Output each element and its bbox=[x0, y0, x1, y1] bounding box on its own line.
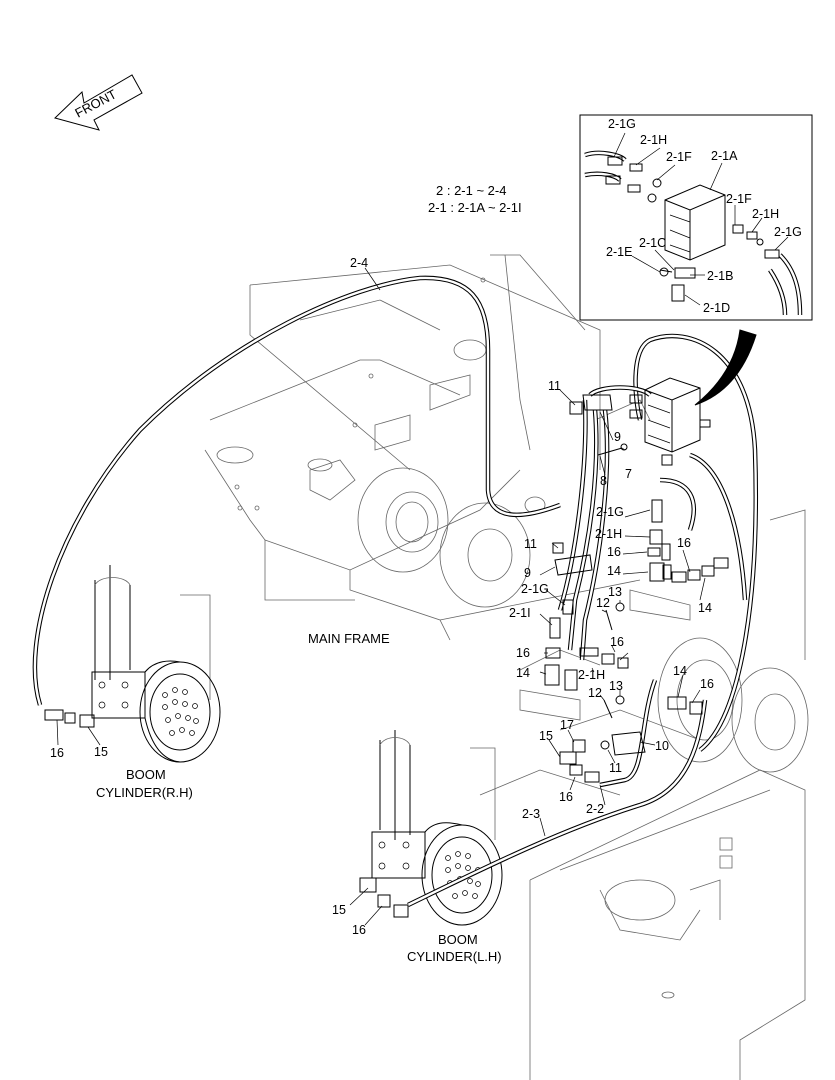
callout-14-a: 14 bbox=[607, 564, 621, 578]
callout-2-2: 2-2 bbox=[586, 802, 604, 816]
callout-11-b: 11 bbox=[524, 537, 537, 551]
callouts: 2-4 11 9 7 8 2-1G 2-1H 16 14 16 14 11 9 … bbox=[50, 256, 714, 937]
boom-lh-label-1: BOOM bbox=[438, 932, 478, 947]
inset-callout-2-1b: 2-1B bbox=[707, 269, 733, 283]
callout-2-4: 2-4 bbox=[350, 256, 368, 270]
callout-12-a: 12 bbox=[596, 596, 610, 610]
callout-13-b: 13 bbox=[609, 679, 623, 693]
front-label: FRONT bbox=[72, 86, 119, 120]
callout-11-a: 11 bbox=[548, 379, 561, 393]
boom-lh-label-2: CYLINDER(L.H) bbox=[407, 949, 502, 964]
inset-callout-2-1g-top: 2-1G bbox=[608, 117, 636, 131]
callout-16-a: 16 bbox=[607, 545, 621, 559]
callout-16-f: 16 bbox=[559, 790, 573, 804]
inset-callout-2-1h-top: 2-1H bbox=[640, 133, 667, 147]
inset-callout-2-1c: 2-1C bbox=[639, 236, 666, 250]
inset-valve-block bbox=[664, 184, 726, 261]
legend-line-2: 2-1 : 2-1A ~ 2-1I bbox=[428, 200, 522, 215]
callout-16-c: 16 bbox=[516, 646, 530, 660]
inset-callout-2-1h-right: 2-1H bbox=[752, 207, 779, 221]
callout-2-1i: 2-1I bbox=[509, 606, 531, 620]
callout-2-1g-a: 2-1G bbox=[596, 505, 624, 519]
inset-leaders bbox=[613, 132, 789, 306]
callout-2-1h-b: 2-1H bbox=[578, 668, 605, 682]
front-direction-arrow: FRONT bbox=[54, 74, 143, 131]
callout-16-h: 16 bbox=[352, 923, 366, 937]
callout-12-b: 12 bbox=[588, 686, 602, 700]
callout-14-d: 14 bbox=[673, 664, 687, 678]
callout-16-g: 16 bbox=[50, 746, 64, 760]
main-frame-label: MAIN FRAME bbox=[308, 631, 390, 646]
callout-16-b: 16 bbox=[677, 536, 691, 550]
inset-callout-2-1g-right: 2-1G bbox=[774, 225, 802, 239]
callout-15-c: 15 bbox=[332, 903, 346, 917]
hose-2-3 bbox=[407, 699, 708, 908]
main-frame-outline bbox=[204, 254, 651, 641]
inset-callout-2-1a: 2-1A bbox=[711, 149, 738, 163]
boom-rh-label-2: CYLINDER(R.H) bbox=[96, 785, 193, 800]
callout-15-a: 15 bbox=[539, 729, 553, 743]
callout-17: 17 bbox=[560, 718, 574, 732]
inset-hoses bbox=[584, 150, 803, 316]
callout-13-a: 13 bbox=[608, 585, 622, 599]
return-hose-loop bbox=[633, 333, 758, 752]
valve-block bbox=[629, 377, 711, 466]
callout-15-b: 15 bbox=[94, 745, 108, 759]
callout-2-3: 2-3 bbox=[522, 807, 540, 821]
boom-rh-label-1: BOOM bbox=[126, 767, 166, 782]
callout-14-c: 14 bbox=[516, 666, 530, 680]
center-hose-bundle bbox=[557, 385, 652, 661]
callout-9-a: 9 bbox=[614, 430, 621, 444]
callout-11-c: 11 bbox=[609, 761, 622, 775]
callout-8: 8 bbox=[600, 474, 607, 488]
callout-7: 7 bbox=[625, 467, 632, 481]
callout-14-b: 14 bbox=[698, 601, 712, 615]
inset-fittings bbox=[605, 156, 780, 302]
callout-2-1g-b: 2-1G bbox=[521, 582, 549, 596]
boom-foot-bosses bbox=[357, 467, 809, 773]
inset-callout-2-1f-top: 2-1F bbox=[666, 150, 692, 164]
callout-16-d: 16 bbox=[610, 635, 624, 649]
lower-structure-outline bbox=[479, 589, 806, 1080]
inset-leader bbox=[694, 329, 757, 406]
inset-callout-2-1f-right: 2-1F bbox=[726, 192, 752, 206]
boom-cylinder-rh bbox=[91, 565, 221, 763]
callout-9-b: 9 bbox=[524, 566, 531, 580]
boom-cylinder-lh bbox=[371, 730, 503, 926]
hose-2-2 bbox=[599, 679, 658, 788]
legend-line-1: 2 : 2-1 ~ 2-4 bbox=[436, 183, 506, 198]
callout-2-1h-a: 2-1H bbox=[595, 527, 622, 541]
callout-16-e: 16 bbox=[700, 677, 714, 691]
hose-2-4 bbox=[32, 275, 561, 706]
inset-detail: 2-1G 2-1H 2-1F 2-1A 2-1F 2-1H 2-1G 2-1C … bbox=[579, 114, 813, 321]
inset-callout-2-1d: 2-1D bbox=[703, 301, 730, 315]
callout-10: 10 bbox=[655, 739, 669, 753]
leader-lines bbox=[56, 267, 706, 926]
inset-callout-2-1e: 2-1E bbox=[606, 245, 632, 259]
